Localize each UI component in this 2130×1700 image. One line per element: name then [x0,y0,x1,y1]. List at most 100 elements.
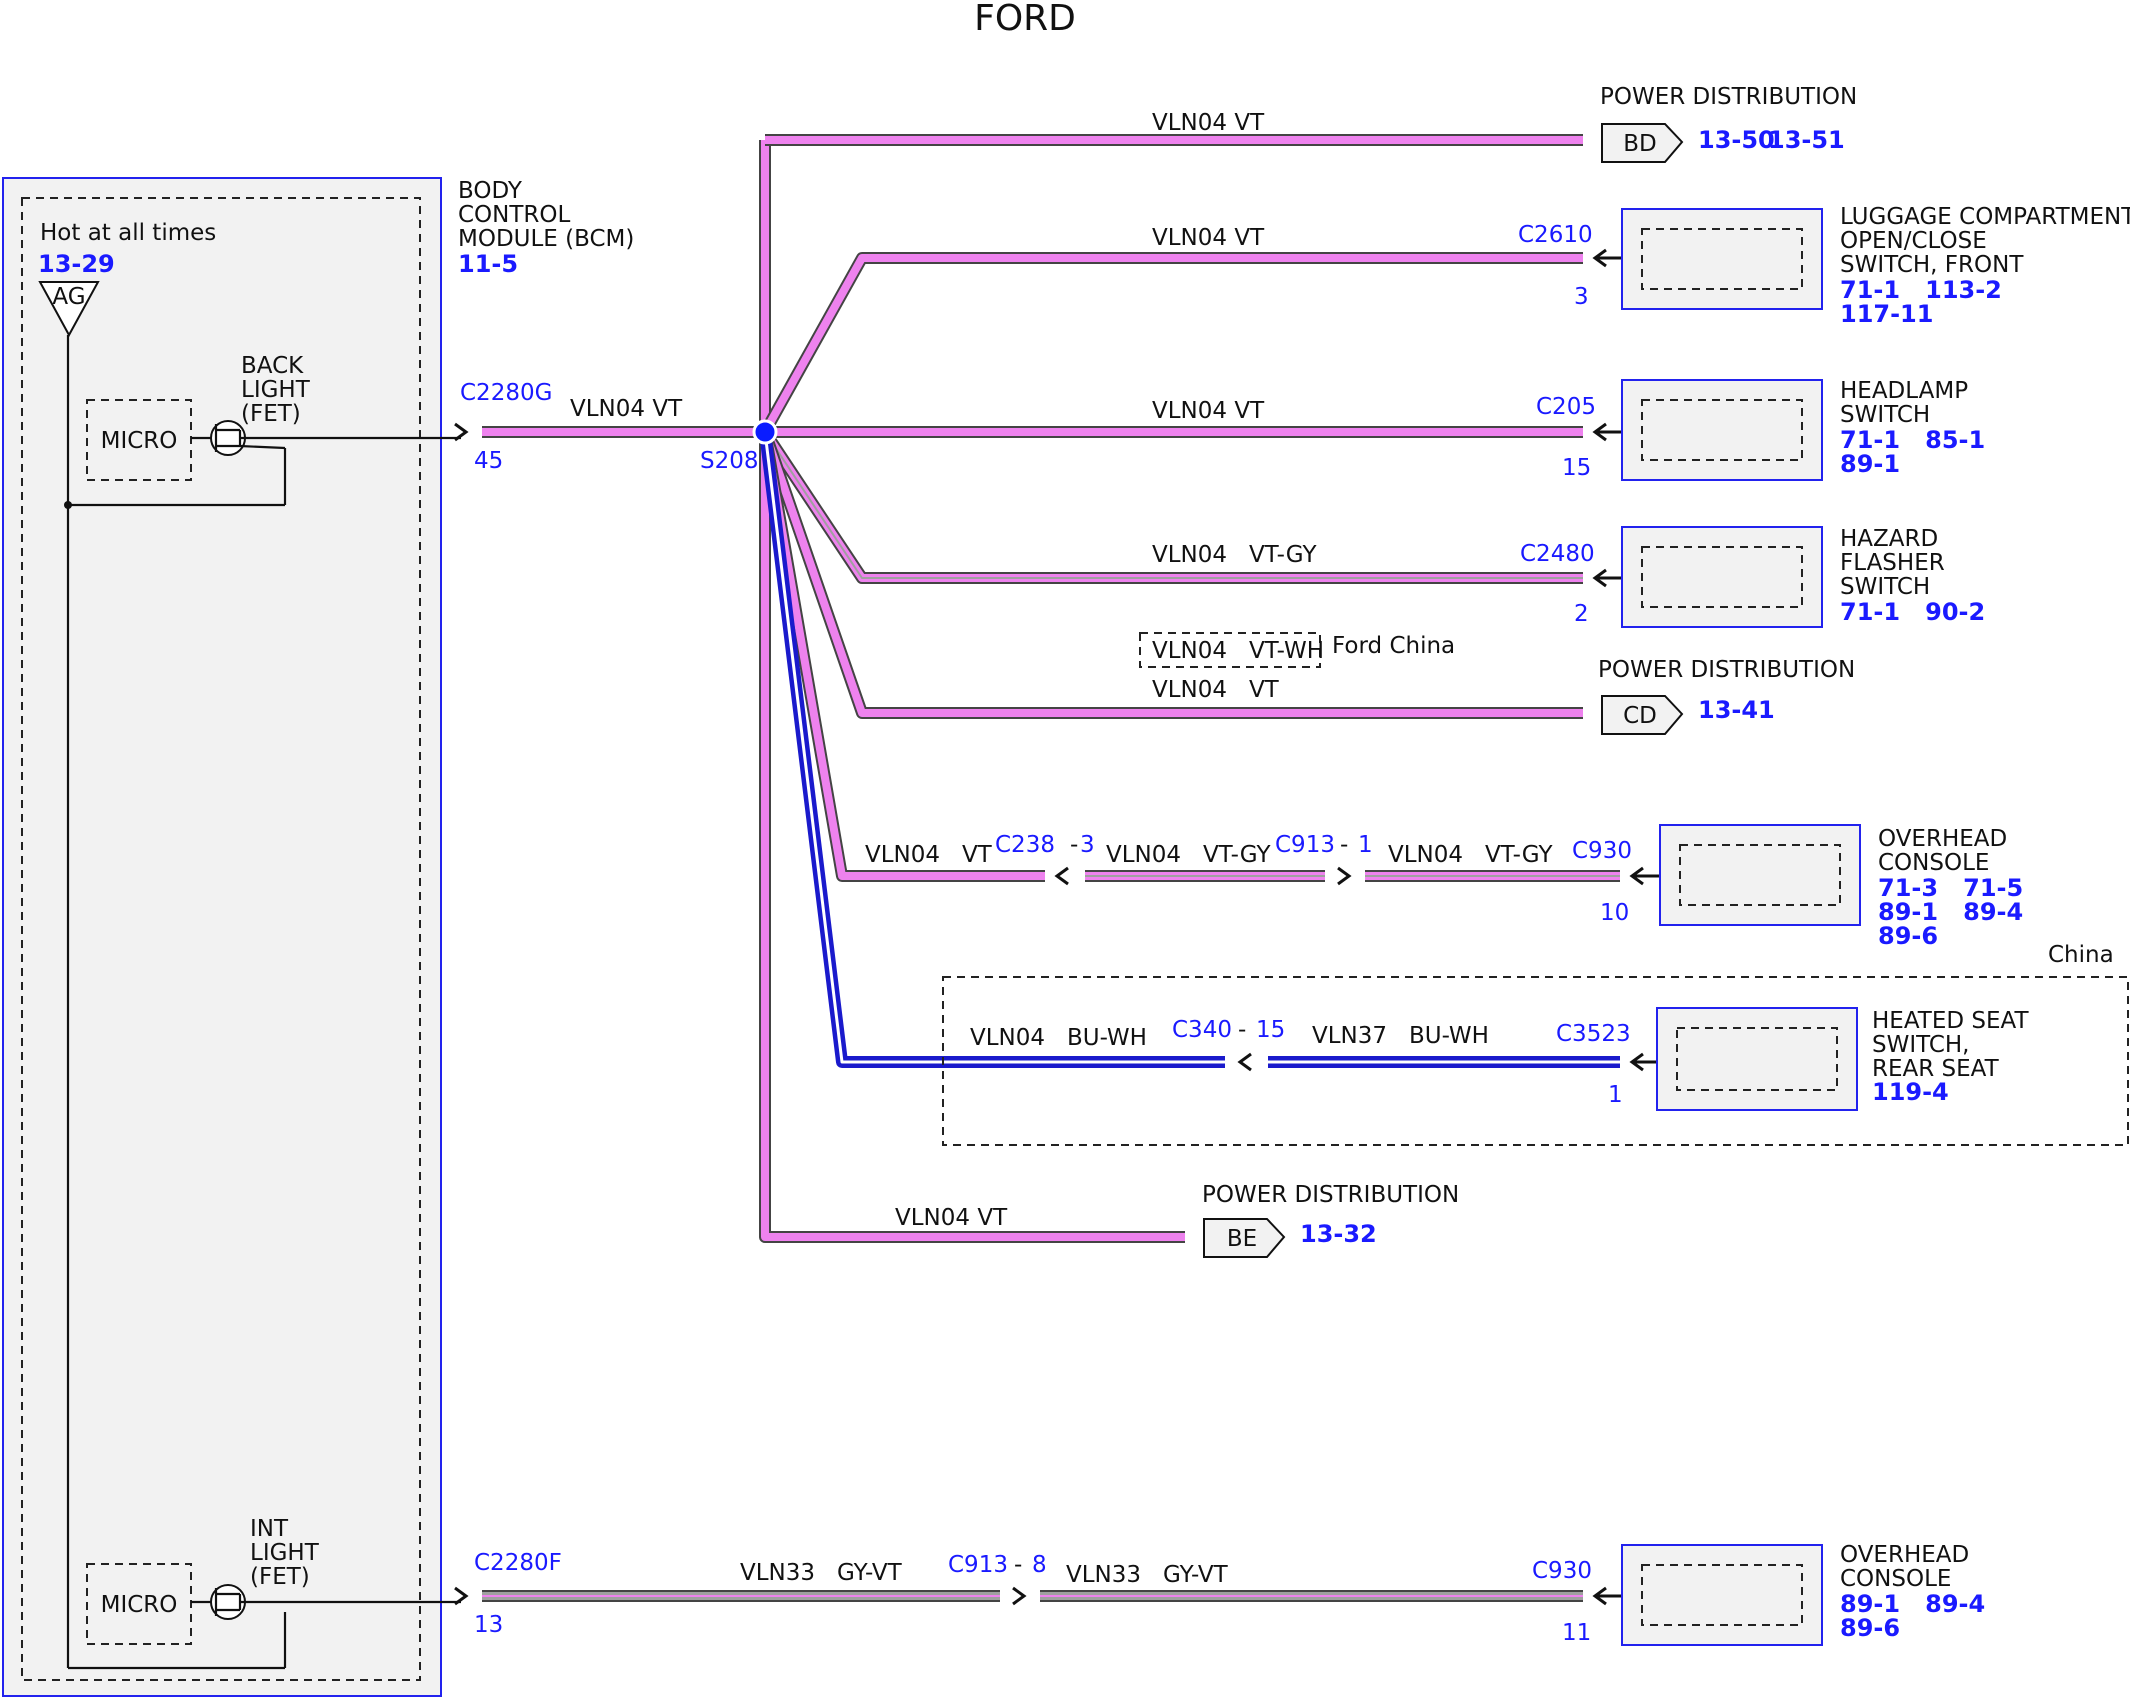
chevron-c2280g-icon [454,422,469,442]
chevron-c913-8-icon [1012,1586,1027,1606]
wire-harness [482,134,1620,1602]
hot-at-all-times-label: Hot at all times [40,220,216,246]
headlamp-line-2: SWITCH [1840,402,1930,428]
china-region-box [942,976,2129,1146]
tag-cd: CD [1623,703,1657,729]
back-light-label-2: LIGHT [241,377,311,403]
headlamp-line-1: HEADLAMP [1840,378,1968,404]
overhead2-ref-2: 89-6 [1840,1614,1900,1642]
pin-c913: 1 [1358,832,1373,858]
pin-c930: 10 [1600,900,1629,926]
bcm-name-line-1: BODY [458,178,523,204]
ref-bd-1: 13-50 [1698,126,1775,154]
int-light-label-2: LIGHT [250,1540,320,1566]
micro-label-back: MICRO [101,428,178,454]
wire-label-int-b: VLN33 GY-VT [1066,1562,1229,1588]
wire-label-c238: VLN04 VT [865,842,993,868]
overhead-line-1: OVERHEAD [1878,826,2007,852]
tag-bd-icon [1601,123,1684,163]
heated-line-1: HEATED SEAT [1872,1008,2029,1034]
pin-c930-end: 11 [1562,1620,1591,1646]
overhead2-ref-1: 89-1 89-4 [1840,1590,1985,1618]
wire-label-c3523: VLN37 BU-WH [1312,1023,1489,1049]
pin-c238: 3 [1080,832,1095,858]
overhead-ref-2: 89-1 89-4 [1878,898,2023,926]
heated-ref-1: 119-4 [1872,1078,1949,1106]
back-light-label-3: (FET) [241,401,301,427]
connector-c205: C205 [1536,394,1596,420]
page-title: FORD [974,0,1076,39]
wire-label-int-a: VLN33 GY-VT [740,1560,903,1586]
micro-box-int [86,1563,192,1645]
connector-c238: C238 [995,832,1055,858]
connector-c2280f: C2280F [474,1550,562,1576]
wire-label-cd: VLN04 VT [1152,677,1280,703]
micro-label-int: MICRO [101,1592,178,1618]
bcm-ref: 11-5 [458,250,518,278]
overhead2-line-1: OVERHEAD [1840,1542,1969,1568]
connector-dash-4: - [1014,1552,1022,1578]
tag-be-icon [1203,1218,1286,1258]
chevron-c913-icon [1337,866,1352,886]
chevron-c238-icon [1054,866,1069,886]
pin-c205: 15 [1562,455,1591,481]
connector-c2280g: C2280G [460,380,552,406]
connector-c913-mid: C913 [948,1552,1008,1578]
connector-chevrons [454,248,1680,1606]
bcm-inner-dashed [21,197,421,1681]
connector-dash-2: - [1340,832,1348,858]
hazard-ref-1: 71-1 90-2 [1840,598,1985,626]
ref-bd-2: 13-51 [1768,126,1845,154]
power-dist-label-bd: POWER DISTRIBUTION [1600,84,1857,110]
ref-be-1: 13-32 [1300,1220,1377,1248]
splice-label: S208 [700,448,759,474]
tag-be: BE [1227,1226,1257,1252]
hazard-line-1: HAZARD [1840,526,1938,552]
connector-c3523: C3523 [1556,1021,1631,1047]
connector-dash-1: - [1070,832,1078,858]
hazard-line-2: FLASHER [1840,550,1945,576]
tag-bd: BD [1623,131,1657,157]
bcm-name-line-3: MODULE (BCM) [458,226,634,252]
wire-label-trunk: VLN04 VT [570,396,683,422]
connector-c913: C913 [1275,832,1335,858]
alt-wire-box [1139,632,1321,668]
overhead2-line-2: CONSOLE [1840,1566,1951,1592]
china-region-label: China [2048,942,2114,968]
ag-label: AG [52,284,85,310]
wire-label-be: VLN04 VT [895,1205,1008,1231]
luggage-line-3: SWITCH, FRONT [1840,252,2024,278]
ref-cd-1: 13-41 [1698,696,1775,724]
body-control-module: Hot at all times 13-29 AG MICRO BACK LIG… [2,177,634,1697]
luggage-ref-2: 117-11 [1840,300,1933,328]
heated-line-3: REAR SEAT [1872,1056,2000,1082]
back-light-label-1: BACK [241,353,304,379]
hot-ref: 13-29 [38,250,115,278]
wire-label-c2610: VLN04 VT [1152,225,1265,251]
tag-cd-icon [1601,695,1684,735]
overhead-ref-1: 71-3 71-5 [1878,874,2023,902]
power-dist-label-be: POWER DISTRIBUTION [1202,1182,1459,1208]
pin-c3523: 1 [1608,1082,1623,1108]
heated-line-2: SWITCH, [1872,1032,1970,1058]
power-dist-label-cd: POWER DISTRIBUTION [1598,657,1855,683]
wire-label-c913: VLN04 VT-GY [1106,842,1271,868]
headlamp-ref-2: 89-1 [1840,450,1900,478]
headlamp-ref-1: 71-1 85-1 [1840,426,1985,454]
wire-label-c2480: VLN04 VT-GY [1152,542,1317,568]
luggage-ref-1: 71-1 113-2 [1840,276,2002,304]
connector-dash-3: - [1238,1017,1246,1043]
overhead-line-2: CONSOLE [1878,850,1989,876]
pin-c340: 15 [1256,1017,1285,1043]
hazard-line-3: SWITCH [1840,574,1930,600]
connector-c930-end: C930 [1532,1558,1592,1584]
connector-c340: C340 [1172,1017,1232,1043]
overhead-ref-3: 89-6 [1878,922,1938,950]
wire-label-c340: VLN04 BU-WH [970,1025,1147,1051]
pin-c913-mid: 8 [1032,1552,1047,1578]
wire-label-bd: VLN04 VT [1152,110,1265,136]
pin-45: 45 [474,448,503,474]
alt-wire-label: VLN04 VT-WH [1152,638,1324,664]
splice-s208 [752,419,778,445]
